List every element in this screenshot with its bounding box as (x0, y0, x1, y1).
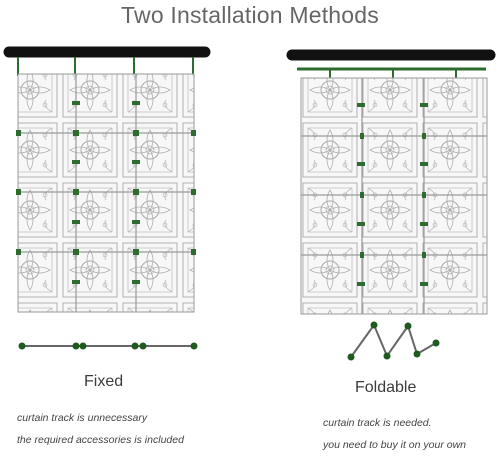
fixed-label: Fixed (84, 373, 124, 390)
fixed-note-2: the required accessories is included (17, 434, 184, 446)
page-title: Two Installation Methods (121, 2, 379, 28)
fixed-connectors (16, 101, 196, 284)
fixed-note-1: curtain track is unnecessary (17, 412, 148, 424)
foldable-label: Foldable (355, 379, 417, 396)
foldable-note-2: you need to buy it on your own (323, 439, 467, 451)
fixed-hangers (17, 57, 194, 76)
fixed-method-illustration (3, 46, 211, 350)
foldable-connector-diagram (347, 321, 440, 361)
fixed-panel-grid (17, 73, 195, 313)
foldable-note-1: curtain track is needed. (323, 417, 432, 429)
foldable-panel-grid (300, 77, 488, 315)
foldable-method-illustration (286, 49, 496, 361)
fixed-connector-diagram (18, 342, 198, 350)
foldable-connectors (357, 103, 428, 286)
